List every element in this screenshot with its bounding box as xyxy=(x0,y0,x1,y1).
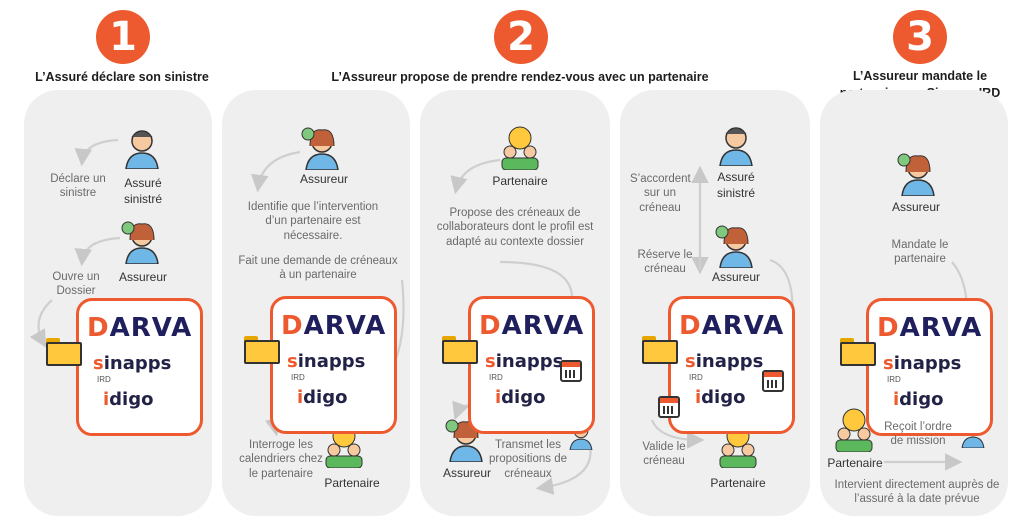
ird-label: IRD xyxy=(291,373,305,382)
calendar-icon xyxy=(762,370,784,392)
label-intervient: Intervient directement auprès de l’assur… xyxy=(834,479,1000,506)
idigo-logo: idigo xyxy=(297,387,348,408)
label-propose: Propose des créneaux de collaborateurs d… xyxy=(436,207,594,248)
role-partenaire: Partenaire xyxy=(710,476,766,490)
step-number-2: 2 xyxy=(494,10,548,64)
platform-logos-box: DARVA sinapps IRD idigo xyxy=(668,296,795,434)
role-assure: Assuré sinistré xyxy=(716,170,755,200)
role-partenaire: Partenaire xyxy=(492,174,548,188)
role-partenaire: Partenaire xyxy=(324,476,380,490)
label-valide: Valide le créneau xyxy=(642,441,686,468)
darva-logo: DARVA xyxy=(679,311,785,341)
label-accordent: S’accordent sur un créneau xyxy=(630,173,691,214)
platform-logos-box: DARVA sinapps IRD idigo xyxy=(76,298,203,436)
sinapps-logo: sinapps xyxy=(93,353,172,374)
folder-icon xyxy=(642,336,678,364)
role-assureur: Assureur xyxy=(118,270,168,284)
sinapps-logo: sinapps xyxy=(287,351,366,372)
label-interroge: Interroge les calendriers chez le parten… xyxy=(239,439,323,480)
label-demande: Fait une demande de créneaux à un parten… xyxy=(238,255,398,282)
calendar-icon xyxy=(560,360,582,382)
step-title-1: L’Assuré déclare son sinistre xyxy=(35,70,209,84)
platform-logos-box: DARVA sinapps IRD idigo xyxy=(468,296,595,434)
platform-logos-box: DARVA sinapps IRD idigo xyxy=(866,298,993,436)
folder-icon xyxy=(840,338,876,366)
folder-icon xyxy=(46,338,82,366)
darva-logo: DARVA xyxy=(877,313,983,343)
step-title-2: L’Assureur propose de prendre rendez-vou… xyxy=(331,70,709,84)
worried-person-icon xyxy=(125,130,159,169)
role-assureur: Assureur xyxy=(891,200,941,214)
step-number-3: 3 xyxy=(893,10,947,64)
sinapps-logo: sinapps xyxy=(685,351,764,372)
calendar-icon xyxy=(658,396,680,418)
sinapps-logo: sinapps xyxy=(883,353,962,374)
label-recoit: Reçoit l’ordre de mission xyxy=(884,421,952,448)
operator-woman-icon xyxy=(445,419,483,462)
idigo-logo: idigo xyxy=(893,389,944,410)
label-declare: Déclare un sinistre xyxy=(50,173,106,200)
ird-label: IRD xyxy=(97,375,111,384)
ird-label: IRD xyxy=(689,373,703,382)
team-gear-icon xyxy=(835,408,873,452)
role-assureur: Assureur xyxy=(711,270,761,284)
label-ouvre: Ouvre un Dossier xyxy=(52,271,100,298)
sinapps-logo: sinapps xyxy=(485,351,564,372)
team-gear-icon xyxy=(501,126,539,170)
label-mandate: Mandate le partenaire xyxy=(891,239,949,266)
darva-logo: DARVA xyxy=(479,311,585,341)
operator-woman-icon xyxy=(897,153,935,196)
label-transmet: Transmet les propositions de créneaux xyxy=(489,439,567,480)
step-number-1: 1 xyxy=(96,10,150,64)
role-partenaire: Partenaire xyxy=(827,456,883,470)
ird-label: IRD xyxy=(489,373,503,382)
darva-logo: DARVA xyxy=(281,311,387,341)
operator-woman-icon xyxy=(715,225,753,268)
idigo-logo: idigo xyxy=(695,387,746,408)
ird-label: IRD xyxy=(887,375,901,384)
label-reserve: Réserve le créneau xyxy=(637,249,693,276)
role-assureur: Assureur xyxy=(442,466,492,480)
worried-person-icon xyxy=(719,127,753,166)
operator-woman-icon xyxy=(121,221,159,264)
role-assureur: Assureur xyxy=(299,172,349,186)
role-assure: Assuré sinistré xyxy=(123,176,162,206)
idigo-logo: idigo xyxy=(495,387,546,408)
folder-icon xyxy=(442,336,478,364)
platform-logos-box: DARVA sinapps IRD idigo xyxy=(270,296,397,434)
idigo-logo: idigo xyxy=(103,389,154,410)
label-identifie: Identifie que l’intervention d’un parten… xyxy=(247,201,379,242)
operator-woman-icon xyxy=(301,127,339,170)
folder-icon xyxy=(244,336,280,364)
darva-logo: DARVA xyxy=(87,313,193,343)
